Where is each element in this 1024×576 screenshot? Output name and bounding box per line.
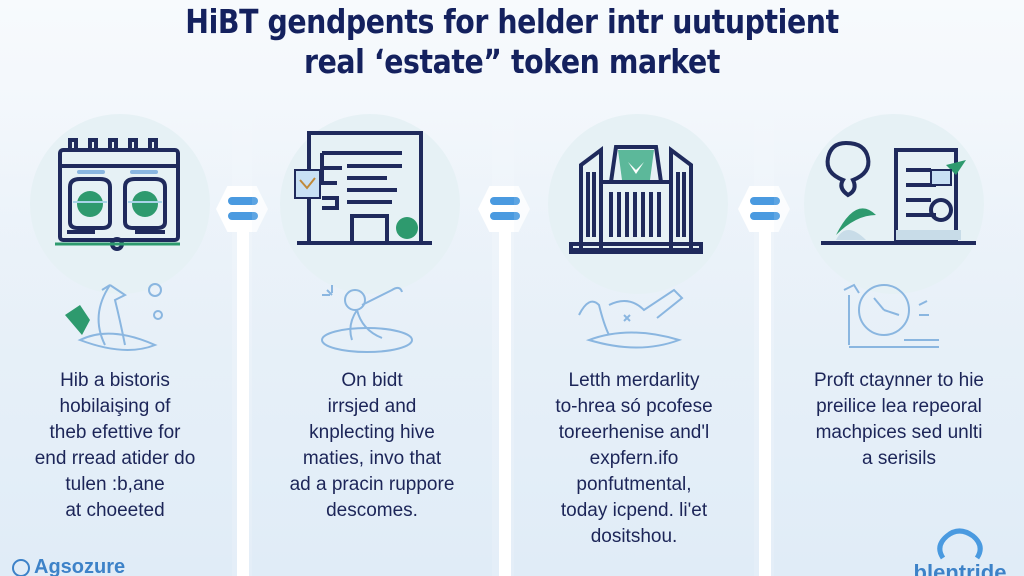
description-line: Letth merdarlity bbox=[568, 370, 700, 391]
arrow-up-sketch-icon bbox=[65, 283, 163, 351]
feature-column-2: On bidt irrsjed and knplecting hive mati… bbox=[252, 110, 492, 576]
equals-icon-bar bbox=[750, 212, 780, 220]
description-line: machpices sed unlti bbox=[815, 422, 983, 443]
separator-line bbox=[237, 230, 249, 576]
separator-line bbox=[759, 230, 771, 576]
description-line: Proft ctaynner to hie bbox=[813, 370, 985, 391]
description-line: hobilaişing of bbox=[59, 396, 171, 417]
logo-icon bbox=[12, 558, 30, 576]
description-line: at choeeted bbox=[65, 500, 165, 521]
description-line: preilice lea repeoral bbox=[816, 396, 982, 417]
description-line: maties, invo that bbox=[302, 448, 442, 469]
description-line: irrsjed and bbox=[327, 396, 417, 417]
feature-description: Letth merdarlity to-hrea só pcofese tore… bbox=[514, 368, 754, 550]
cloud-tree-icon bbox=[937, 528, 983, 560]
feature-column-3: Letth merdarlity to-hrea só pcofese tore… bbox=[514, 110, 754, 576]
title-line-2: real ‘estate” token market bbox=[304, 42, 720, 81]
description-line: theb efettive for bbox=[49, 422, 181, 443]
icon-backdrop bbox=[548, 114, 728, 294]
hand-pouring-sketch-icon bbox=[578, 288, 684, 349]
equals-icon-bar bbox=[490, 212, 520, 220]
description-line: to-hrea só pcofese bbox=[555, 396, 713, 417]
description-line: tulen :b,ane bbox=[65, 474, 165, 495]
person-reaching-sketch-icon bbox=[321, 285, 413, 353]
description-line: toreerhenise and'l bbox=[558, 422, 710, 443]
description-line: ad a pracin ruppore bbox=[289, 474, 455, 495]
feature-column-4: Proft ctaynner to hie preilice lea repeo… bbox=[774, 110, 1024, 576]
description-line: Hib a bistoris bbox=[60, 370, 170, 391]
brand-name: blentride bbox=[913, 560, 1007, 576]
description-line: descomes. bbox=[326, 500, 418, 521]
feature-column-1: Hib a bistoris hobilaişing of theb efett… bbox=[0, 110, 232, 576]
person-document-icon bbox=[821, 140, 976, 245]
feature-description: Hib a bistoris hobilaişing of theb efett… bbox=[0, 368, 235, 524]
feature-description: Proft ctaynner to hie preilice lea repeo… bbox=[779, 368, 1019, 472]
feature-description: On bidt irrsjed and knplecting hive mati… bbox=[252, 368, 492, 524]
description-line: On bidt bbox=[341, 370, 403, 391]
title-line-1: HiBT gendpents for helder intr uutuptien… bbox=[185, 2, 839, 41]
description-line: expfern.ifo bbox=[589, 448, 679, 469]
description-line: end rread atider do bbox=[34, 448, 196, 469]
description-line: ponfutmental, bbox=[576, 474, 692, 495]
equals-icon bbox=[750, 197, 780, 205]
brand-logo-left: Agsozure bbox=[12, 556, 125, 576]
description-line: dositshou. bbox=[590, 526, 678, 547]
separator-line bbox=[499, 230, 511, 576]
equals-icon bbox=[490, 197, 520, 205]
clock-chart-sketch-icon bbox=[843, 283, 939, 348]
description-line: knplecting hive bbox=[309, 422, 435, 443]
brand-logo-right: blentride bbox=[905, 528, 1015, 576]
description-line: a serisils bbox=[862, 448, 936, 469]
equals-icon bbox=[228, 197, 258, 205]
description-line: today icpend. li'et bbox=[560, 500, 708, 521]
skyscraper-icon bbox=[569, 145, 703, 254]
document-building-icon bbox=[294, 131, 432, 245]
brand-name: Agsozure bbox=[34, 556, 126, 576]
page-title: HiBT gendpents for helder intr uutuptien… bbox=[72, 2, 953, 82]
equals-icon-bar bbox=[228, 212, 258, 220]
calendar-coins-icon bbox=[55, 138, 180, 251]
